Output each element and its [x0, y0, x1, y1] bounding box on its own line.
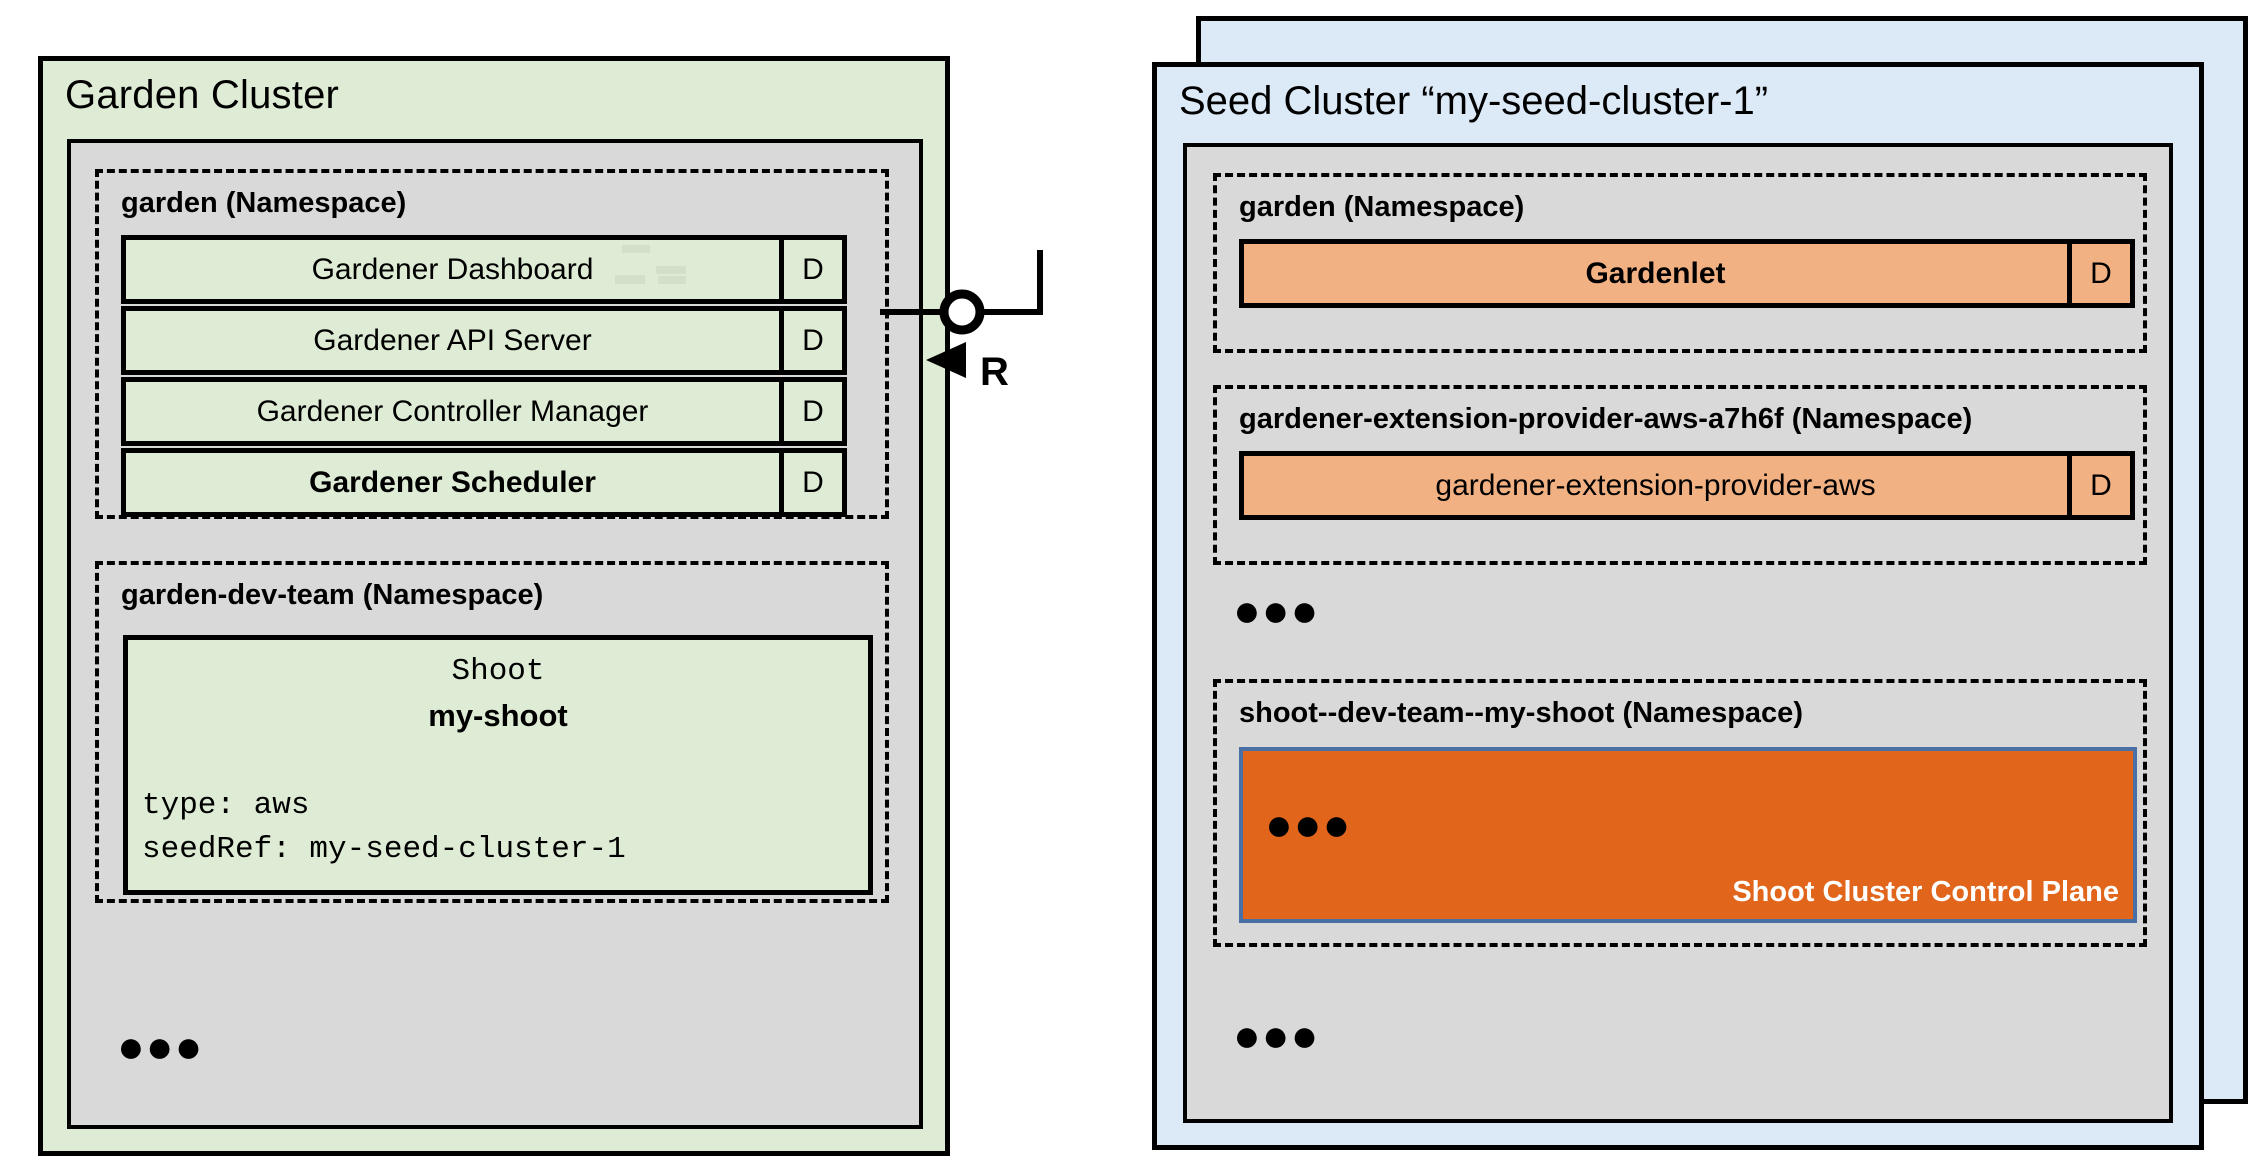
connector-line-step	[980, 250, 1043, 315]
deployment-badge: D	[779, 240, 842, 299]
garden-cluster-inner-panel: garden (Namespace) Gardener Dashboard D …	[67, 139, 923, 1129]
garden-cluster[interactable]: Garden Cluster garden (Namespace) Garden…	[38, 56, 950, 1156]
namespace-title: garden (Namespace)	[121, 187, 407, 219]
seed-cluster-title: Seed Cluster “my-seed-cluster-1”	[1179, 79, 1769, 123]
component-label: Gardener Controller Manager	[126, 382, 779, 441]
connector-label: R	[980, 350, 1009, 394]
namespace-title: garden (Namespace)	[1239, 191, 1525, 223]
component-label: Gardener API Server	[126, 311, 779, 370]
component-label: Gardener Dashboard	[126, 240, 779, 299]
deployment-badge: D	[779, 311, 842, 370]
namespace-title: shoot--dev-team--my-shoot (Namespace)	[1239, 697, 1803, 729]
seed-cluster[interactable]: Seed Cluster “my-seed-cluster-1” garden …	[1152, 62, 2204, 1150]
component-gardener-api-server[interactable]: Gardener API Server D	[121, 306, 847, 375]
namespace-title: gardener-extension-provider-aws-a7h6f (N…	[1239, 403, 1973, 435]
connector-socket-circle	[939, 289, 985, 335]
seed-namespace-garden[interactable]: garden (Namespace) Gardenlet D	[1213, 173, 2147, 353]
shoot-kind-label: Shoot	[451, 654, 545, 689]
shoot-cluster-control-plane[interactable]: ●●● Shoot Cluster Control Plane	[1239, 747, 2137, 923]
component-label: gardener-extension-provider-aws	[1244, 456, 2067, 515]
component-label: Gardenlet	[1244, 244, 2067, 303]
component-gardenlet[interactable]: Gardenlet D	[1239, 239, 2135, 308]
connector-svg	[880, 250, 1043, 378]
component-gardener-scheduler[interactable]: Gardener Scheduler D	[121, 448, 847, 517]
component-gardener-extension-provider-aws[interactable]: gardener-extension-provider-aws D	[1239, 451, 2135, 520]
seed-cluster-inner-panel: garden (Namespace) Gardenlet D gardener-…	[1183, 143, 2173, 1123]
shoot-resource-card[interactable]: Shoot my-shoot type: aws seedRef: my-see…	[123, 635, 873, 895]
deployment-badge: D	[2067, 244, 2130, 303]
component-label: Gardener Scheduler	[126, 453, 779, 512]
deployment-badge: D	[779, 382, 842, 441]
namespace-title: garden-dev-team (Namespace)	[121, 579, 544, 611]
connector-arrow-icon	[926, 342, 966, 378]
garden-more-indicator: ●●●	[117, 1020, 204, 1072]
seed-namespace-shoot-dev-team-my-shoot[interactable]: shoot--dev-team--my-shoot (Namespace) ●●…	[1213, 679, 2147, 947]
component-gardener-dashboard[interactable]: Gardener Dashboard D	[121, 235, 847, 304]
seed-more-indicator-bottom: ●●●	[1233, 1009, 1320, 1061]
control-plane-label: Shoot Cluster Control Plane	[1732, 876, 2119, 908]
shoot-spec-seedref: seedRef: my-seed-cluster-1	[142, 832, 626, 867]
component-gardener-controller-manager[interactable]: Gardener Controller Manager D	[121, 377, 847, 446]
shoot-spec-type: type: aws	[142, 788, 310, 823]
garden-namespace-dev-team[interactable]: garden-dev-team (Namespace) Shoot my-sho…	[95, 561, 889, 903]
seed-more-indicator-middle: ●●●	[1233, 584, 1320, 636]
deployment-badge: D	[2067, 456, 2130, 515]
seed-namespace-extension-provider-aws[interactable]: gardener-extension-provider-aws-a7h6f (N…	[1213, 385, 2147, 565]
connector-api-server-to-gardenlet: R	[880, 250, 1260, 440]
control-plane-more-indicator: ●●●	[1265, 798, 1352, 850]
garden-cluster-title: Garden Cluster	[65, 73, 340, 117]
deployment-badge: D	[779, 453, 842, 512]
shoot-name-label: my-shoot	[428, 698, 568, 733]
garden-namespace-garden[interactable]: garden (Namespace) Gardener Dashboard D …	[95, 169, 889, 519]
